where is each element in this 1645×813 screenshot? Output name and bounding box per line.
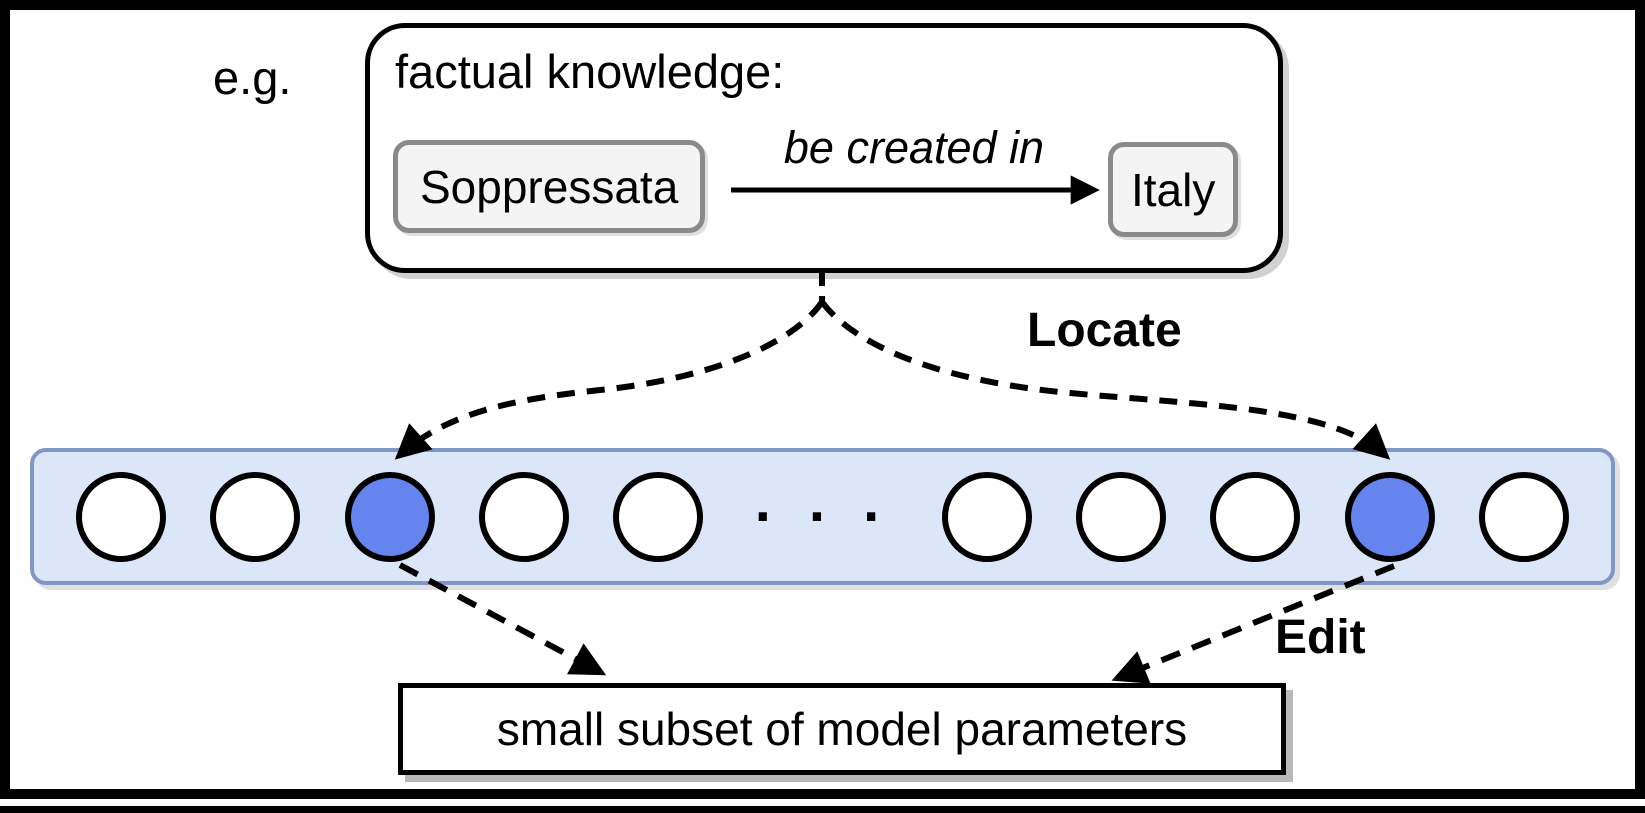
neuron bbox=[613, 471, 704, 562]
neuron bbox=[210, 471, 301, 562]
object-entity-chip: Italy bbox=[1108, 142, 1239, 237]
neuron-highlighted bbox=[1344, 471, 1435, 562]
neuron-highlighted bbox=[344, 471, 435, 562]
bottom-rule bbox=[0, 806, 1645, 813]
ellipsis-label: . . . bbox=[754, 469, 891, 534]
locate-label: Locate bbox=[1027, 304, 1182, 357]
neuron bbox=[76, 471, 166, 562]
neuron bbox=[941, 471, 1032, 562]
model-parameters-box: small subset of model parameters bbox=[398, 683, 1286, 775]
edit-label: Edit bbox=[1275, 611, 1366, 664]
relation-label: be created in bbox=[783, 122, 1045, 173]
neuron bbox=[1478, 471, 1569, 562]
neuron bbox=[478, 471, 569, 562]
example-label: e.g. bbox=[213, 51, 292, 104]
neuron bbox=[1076, 471, 1167, 562]
neuron bbox=[1210, 471, 1301, 562]
hidden-layer: . . . bbox=[30, 448, 1615, 585]
subject-entity-chip: Soppressata bbox=[393, 140, 706, 233]
factual-knowledge-title: factual knowledge: bbox=[395, 45, 785, 98]
